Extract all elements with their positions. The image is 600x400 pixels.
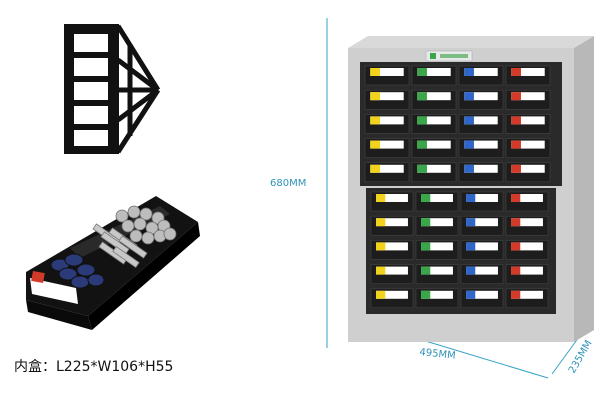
- drawer-label: [466, 194, 498, 202]
- drawer-color-tab: [421, 266, 431, 275]
- drawer-color-tab: [421, 290, 431, 299]
- drawer-label: [466, 266, 498, 275]
- drawer-color-tab: [466, 194, 476, 202]
- drawer-label: [417, 92, 451, 101]
- drawer-color-tab: [376, 194, 386, 202]
- drawer-color-tab: [511, 68, 521, 76]
- drawer-label: [464, 140, 498, 149]
- drawer-color-tab: [511, 290, 521, 299]
- parts-bin-photo: [26, 196, 200, 330]
- height-label: 680MM: [270, 178, 307, 189]
- drawer-label: [376, 218, 408, 227]
- inner-box-caption: 内盒：L225*W106*H55: [14, 359, 174, 375]
- drawer-label: [421, 290, 453, 299]
- drawer-color-tab: [376, 290, 386, 299]
- drawer-bin-profile-icon: [64, 24, 161, 154]
- drawer-label: [511, 218, 543, 227]
- drawer-color-tab: [417, 140, 427, 149]
- drawer-label: [417, 116, 451, 125]
- drawer-label: [421, 266, 453, 275]
- drawer-label: [466, 290, 498, 299]
- drawer-label: [376, 242, 408, 251]
- drawer-label: [511, 68, 545, 76]
- drawer-color-tab: [466, 266, 476, 275]
- drawer-color-tab: [370, 92, 380, 101]
- drawer-label: [417, 140, 451, 149]
- drawer-color-tab: [370, 116, 380, 125]
- drawer-color-tab: [417, 68, 427, 76]
- drawer-color-tab: [376, 266, 386, 275]
- drawer-label: [466, 242, 498, 251]
- drawer-label: [421, 194, 453, 202]
- drawer-label: [511, 140, 545, 149]
- drawer-color-tab: [376, 218, 386, 227]
- drawer-label: [370, 68, 404, 76]
- drawer-color-tab: [417, 92, 427, 101]
- drawer-label: [511, 242, 543, 251]
- drawer-label: [466, 218, 498, 227]
- drawer-color-tab: [370, 164, 380, 173]
- drawer-color-tab: [421, 242, 431, 251]
- drawer-label: [376, 194, 408, 202]
- drawer-label: [464, 68, 498, 76]
- drawer-color-tab: [464, 140, 474, 149]
- drawer-label: [417, 164, 451, 173]
- drawer-color-tab: [466, 242, 476, 251]
- drawer-color-tab: [511, 218, 521, 227]
- drawer-color-tab: [511, 92, 521, 101]
- drawer-label: [511, 266, 543, 275]
- drawer-color-tab: [417, 116, 427, 125]
- drawer-label: [464, 116, 498, 125]
- drawer-color-tab: [417, 164, 427, 173]
- drawer-color-tab: [464, 68, 474, 76]
- drawer-label: [421, 218, 453, 227]
- drawer-label: [370, 116, 404, 125]
- drawer-color-tab: [511, 140, 521, 149]
- drawer-color-tab: [370, 140, 380, 149]
- drawer-color-tab: [466, 218, 476, 227]
- drawer-color-tab: [511, 164, 521, 173]
- drawer-label: [464, 92, 498, 101]
- drawer-color-tab: [511, 266, 521, 275]
- drawer-label: [511, 164, 545, 173]
- drawer-label: [376, 290, 408, 299]
- drawer-label: [417, 68, 451, 76]
- drawer-label: [421, 242, 453, 251]
- drawer-color-tab: [511, 116, 521, 125]
- drawer-color-tab: [511, 242, 521, 251]
- drawer-label: [376, 266, 408, 275]
- drawer-label: [511, 116, 545, 125]
- drawer-label: [511, 92, 545, 101]
- drawer-label: [370, 92, 404, 101]
- drawer-label: [370, 140, 404, 149]
- drawer-label: [511, 194, 543, 202]
- drawer-color-tab: [464, 164, 474, 173]
- drawer-color-tab: [370, 68, 380, 76]
- drawer-color-tab: [464, 116, 474, 125]
- drawer-color-tab: [511, 194, 521, 202]
- drawer-label: [464, 164, 498, 173]
- drawer-grid: [364, 65, 551, 309]
- drawer-color-tab: [464, 92, 474, 101]
- drawer-label: [370, 164, 404, 173]
- drawer-color-tab: [466, 290, 476, 299]
- drawer-color-tab: [376, 242, 386, 251]
- drawer-color-tab: [421, 218, 431, 227]
- drawer-color-tab: [421, 194, 431, 202]
- drawer-label: [511, 290, 543, 299]
